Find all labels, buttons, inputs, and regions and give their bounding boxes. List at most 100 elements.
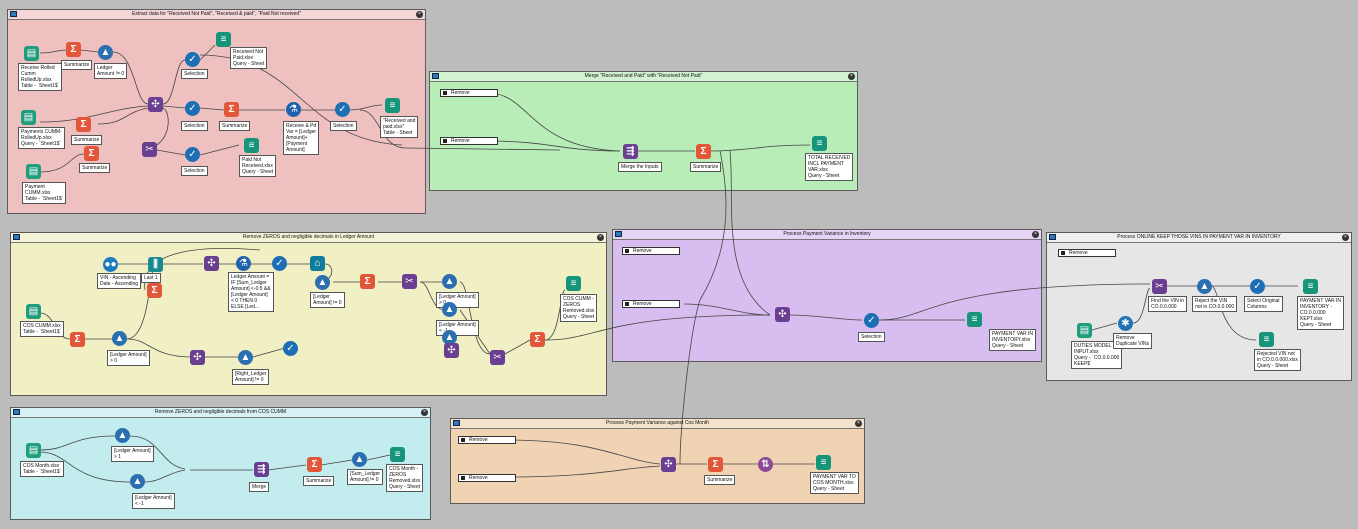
unique-icon[interactable]: ✱	[1118, 316, 1133, 331]
container-collapse-icon[interactable]	[1049, 234, 1056, 240]
select-icon[interactable]: ✓	[185, 101, 200, 116]
input-data-cos-month-icon[interactable]: ▤	[26, 443, 41, 458]
container-merge-received-paid[interactable]: Merge "Received and Paid" with "Received…	[429, 71, 858, 191]
join-icon[interactable]: ✂	[142, 142, 157, 157]
input-data-receive-icon[interactable]: ▤	[24, 46, 39, 61]
summarize-icon[interactable]: Σ	[66, 42, 81, 57]
filter-icon[interactable]: ▲	[130, 474, 145, 489]
filter-icon[interactable]: ▲	[442, 274, 457, 289]
container-title[interactable]: Process Payment Variance against Cos Mon…	[451, 419, 864, 429]
summarize-icon[interactable]: Σ	[360, 274, 375, 289]
join-icon[interactable]: ✂	[490, 350, 505, 365]
sort-icon[interactable]: ●●	[103, 257, 118, 272]
output-data-icon[interactable]: ≡	[566, 276, 581, 291]
container-variance-cos-month[interactable]: Process Payment Variance against Cos Mon…	[450, 418, 865, 504]
label-summarize: Summarize	[704, 475, 736, 485]
label-output-payment-var-cos: PAYMENT VAR TO COS MONTH.xlsx Query - Sh…	[810, 472, 859, 494]
container-close-icon[interactable]: ×	[597, 234, 604, 241]
filter-icon[interactable]: ▲	[112, 331, 127, 346]
browse-remove[interactable]: Remove	[1058, 249, 1116, 257]
join-icon[interactable]: ✣	[661, 457, 676, 472]
output-data-icon[interactable]: ≡	[816, 455, 831, 470]
filter-icon[interactable]: ▲	[442, 330, 457, 345]
browse-remove-2[interactable]: Remove	[440, 137, 498, 145]
container-title[interactable]: Merge "Received and Paid" with "Received…	[430, 72, 857, 82]
browse-remove-1[interactable]: Remove	[622, 247, 680, 255]
input-data-duties-icon[interactable]: ▤	[1077, 323, 1092, 338]
container-close-icon[interactable]: ×	[848, 73, 855, 80]
join-icon[interactable]: ✣	[775, 307, 790, 322]
container-close-icon[interactable]: ×	[421, 409, 428, 416]
formula-icon[interactable]: ⚗	[236, 256, 251, 271]
container-close-icon[interactable]: ×	[1342, 234, 1349, 241]
filter-icon[interactable]: ▲	[238, 350, 253, 365]
container-collapse-icon[interactable]	[10, 11, 17, 17]
container-close-icon[interactable]: ×	[1032, 231, 1039, 238]
input-data-payment-icon[interactable]: ▤	[26, 164, 41, 179]
join-icon[interactable]: ✂	[402, 274, 417, 289]
summarize-icon[interactable]: Σ	[696, 144, 711, 159]
browse-remove-1[interactable]: Remove	[458, 436, 516, 444]
filter-icon[interactable]: ▲	[115, 428, 130, 443]
container-close-icon[interactable]: ×	[416, 11, 423, 18]
container-title[interactable]: Remove ZEROS and negligible decimals fro…	[11, 408, 430, 418]
output-data-icon[interactable]: ≡	[244, 138, 259, 153]
summarize-icon[interactable]: Σ	[307, 457, 322, 472]
summarize-icon[interactable]: Σ	[530, 332, 545, 347]
summarize-icon[interactable]: Σ	[76, 117, 91, 132]
output-data-icon[interactable]: ≡	[1303, 279, 1318, 294]
select-icon[interactable]: ✓	[283, 341, 298, 356]
union-icon[interactable]: ⇶	[623, 144, 638, 159]
filter-icon[interactable]: ▲	[98, 45, 113, 60]
select-icon[interactable]: ✓	[185, 52, 200, 67]
filter-icon[interactable]: ▲	[315, 275, 330, 290]
formula-icon[interactable]: ⚗	[286, 102, 301, 117]
input-data-payments-icon[interactable]: ▤	[21, 110, 36, 125]
container-collapse-icon[interactable]	[13, 409, 20, 415]
input-data-cos-cumm-icon[interactable]: ▤	[26, 304, 41, 319]
sort-icon[interactable]: ⇅	[758, 457, 773, 472]
summarize-icon[interactable]: Σ	[70, 332, 85, 347]
join-icon[interactable]: ✣	[444, 343, 459, 358]
output-data-icon[interactable]: ≡	[216, 32, 231, 47]
container-remove-zeros-ledger[interactable]: Remove ZEROS and negligible decimals in …	[10, 232, 607, 396]
summarize-icon[interactable]: Σ	[84, 146, 99, 161]
container-collapse-icon[interactable]	[453, 420, 460, 426]
container-close-icon[interactable]: ×	[855, 420, 862, 427]
container-title[interactable]: Process ONLINE KEEP THOSE VINS IN PAYMEN…	[1047, 233, 1351, 243]
container-collapse-icon[interactable]	[432, 73, 439, 79]
output-data-icon[interactable]: ≡	[385, 98, 400, 113]
label-payment-input: Payment CUMM.xlsx Table - `Sheet1$`	[22, 182, 67, 204]
container-collapse-icon[interactable]	[615, 231, 622, 237]
join-icon[interactable]: ✣	[148, 97, 163, 112]
select-icon[interactable]: ✓	[1250, 279, 1265, 294]
join-icon[interactable]: ✣	[204, 256, 219, 271]
select-icon[interactable]: ✓	[272, 256, 287, 271]
container-remove-zeros-cos-cumm[interactable]: Remove ZEROS and negligible decimals fro…	[10, 407, 431, 520]
summarize-icon[interactable]: Σ	[224, 102, 239, 117]
sample-icon[interactable]: ⫼	[148, 257, 163, 272]
browse-remove-2[interactable]: Remove	[458, 474, 516, 482]
browse-remove-2[interactable]: Remove	[622, 300, 680, 308]
container-title[interactable]: Remove ZEROS and negligible decimals in …	[11, 233, 606, 243]
union-icon[interactable]: ⇶	[254, 462, 269, 477]
output-data-icon[interactable]: ≡	[812, 136, 827, 151]
container-collapse-icon[interactable]	[13, 234, 20, 240]
summarize-icon[interactable]: Σ	[147, 283, 162, 298]
select-icon[interactable]: ✓	[185, 147, 200, 162]
filter-icon[interactable]: ▲	[1197, 279, 1212, 294]
join-icon[interactable]: ✣	[190, 350, 205, 365]
dynamic-rename-icon[interactable]: ⌂	[310, 256, 325, 271]
filter-icon[interactable]: ▲	[442, 302, 457, 317]
container-title[interactable]: Extract data for "Received Not Paid", "R…	[8, 10, 425, 20]
join-icon[interactable]: ✂	[1152, 279, 1167, 294]
output-data-icon[interactable]: ≡	[1259, 332, 1274, 347]
filter-icon[interactable]: ▲	[352, 452, 367, 467]
summarize-icon[interactable]: Σ	[708, 457, 723, 472]
select-icon[interactable]: ✓	[335, 102, 350, 117]
output-data-icon[interactable]: ≡	[390, 447, 405, 462]
container-title[interactable]: Process Payment Variance in Inventory	[613, 230, 1041, 240]
select-icon[interactable]: ✓	[864, 313, 879, 328]
browse-remove-1[interactable]: Remove	[440, 89, 498, 97]
output-data-icon[interactable]: ≡	[967, 312, 982, 327]
